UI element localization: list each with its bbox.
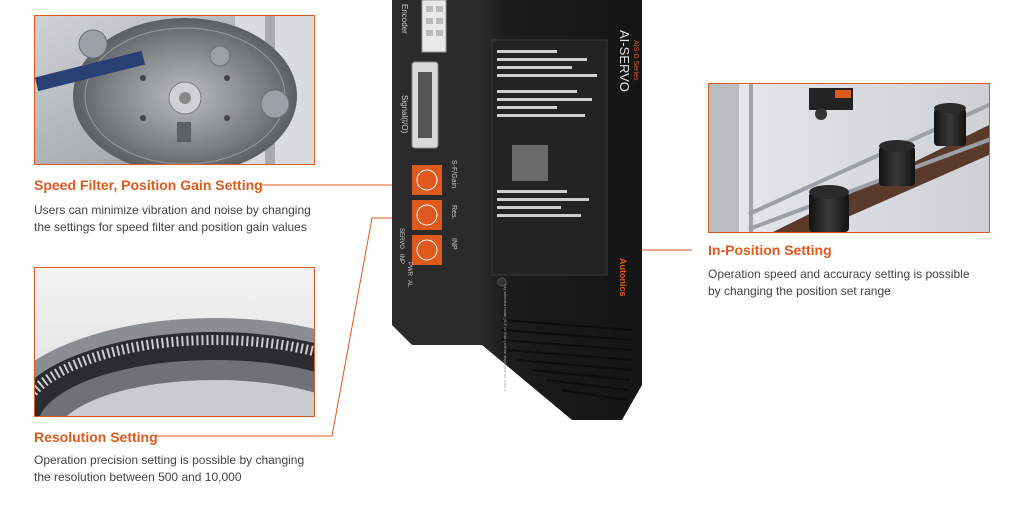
speed-filter-description-line1: Users can minimize vibration and noise b… — [34, 203, 311, 217]
footnote-label: Only selected mode (S-F or Gain) will be… — [503, 282, 508, 392]
resolution-description-line1: Operation precision setting is possible … — [34, 453, 305, 467]
spec-label-plate — [491, 39, 608, 276]
conveyor-image — [709, 84, 989, 232]
speed-filter-description-line2: the settings for speed filter and positi… — [34, 220, 307, 234]
gain-switch-label: S-F/Gain — [450, 160, 457, 188]
signal-label: Signal(I/O) — [400, 95, 409, 134]
brand-label: AI-SERVO — [617, 30, 632, 92]
series-label: AIS-D Series — [632, 40, 639, 81]
pwr-led-label: PWR — [406, 262, 412, 277]
resolution-description-line2: the resolution between 500 and 10,000 — [34, 470, 242, 484]
display-window — [512, 145, 548, 181]
conveyor-photo — [708, 83, 990, 233]
inp-led-label: INP — [398, 254, 404, 264]
encoder-label: Encoder — [400, 4, 409, 34]
rotary-table-photo — [34, 15, 315, 165]
servo-led-label: SERVO — [398, 228, 404, 249]
logo-label: Autonics — [618, 258, 628, 297]
inp-switch-label: INP — [450, 238, 457, 250]
servo-driver-illustration: AI-SERVO AIS-D Series Autonics Encoder S… — [392, 0, 642, 420]
speed-filter-title: Speed Filter, Position Gain Setting — [34, 177, 263, 193]
resolution-title: Resolution Setting — [34, 429, 158, 445]
encoder-ring-image — [35, 268, 314, 416]
res-switch-label: Res. — [450, 205, 457, 219]
rotary-table-image — [35, 16, 314, 164]
in-position-description-line1: Operation speed and accuracy setting is … — [708, 267, 970, 281]
in-position-title: In-Position Setting — [708, 242, 832, 258]
encoder-ring-photo — [34, 267, 315, 417]
in-position-description-line2: by changing the position set range — [708, 284, 891, 298]
al-led-label: AL — [406, 280, 412, 288]
